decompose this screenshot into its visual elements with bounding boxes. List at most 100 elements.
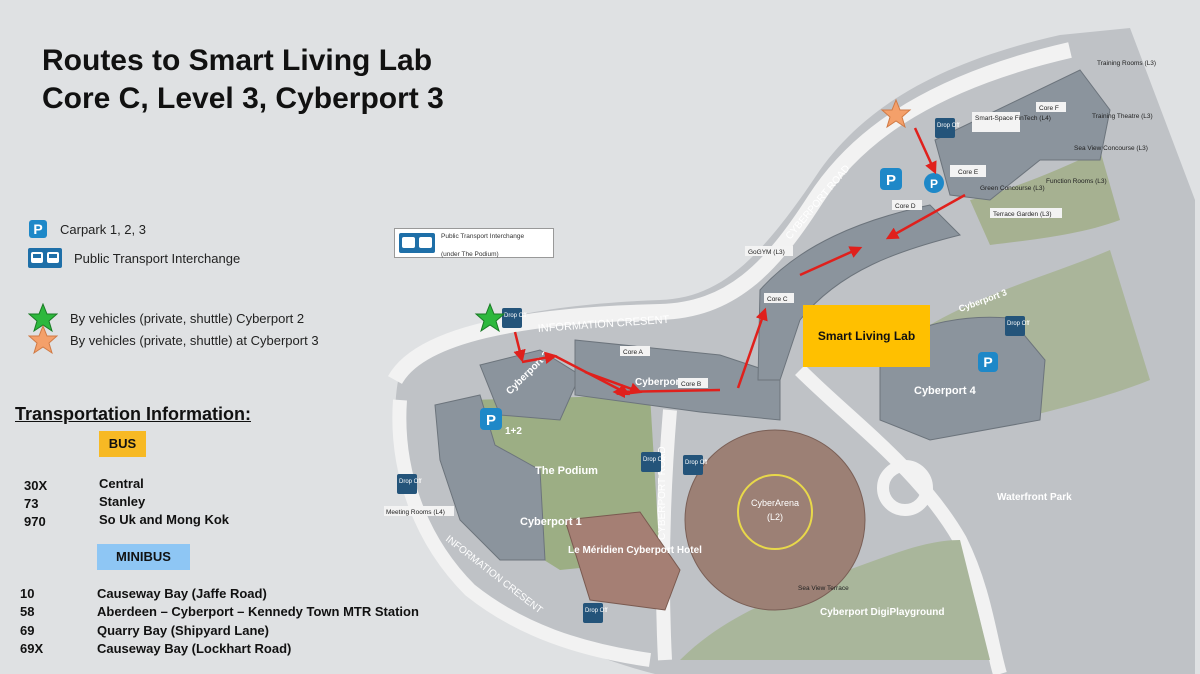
pti-callout: Public Transport Interchange (under The …: [394, 228, 554, 258]
route-destination: Aberdeen – Cyberport – Kennedy Town MTR …: [97, 604, 419, 619]
route-arrow: [736, 307, 768, 389]
parking-marker-3: P: [880, 168, 902, 190]
route-number: 58: [20, 604, 35, 619]
core-c-tag: [764, 293, 794, 303]
route-destination: So Uk and Mong Kok: [99, 512, 229, 527]
drop-off-marker: [583, 603, 603, 623]
pti-callout-text: Public Transport Interchange (under The …: [441, 225, 524, 261]
smart-living-lab-marker: Smart Living Lab: [803, 305, 930, 367]
route-destination: Central: [99, 476, 144, 491]
road-info-crescent: [388, 42, 1072, 385]
drop-off-label: Drop Off: [685, 460, 708, 466]
svg-text:P: P: [886, 172, 896, 189]
legend-pti-label: Public Transport Interchange: [74, 250, 241, 266]
drop-off-marker: [935, 118, 955, 138]
route-number: 970: [24, 514, 46, 529]
parking-marker-3-entry: P: [924, 173, 944, 193]
route-arrow: [612, 385, 721, 399]
road-info-crescent-south: [392, 399, 651, 667]
core-a-tag: [620, 346, 650, 356]
drop-off-marker: [397, 474, 417, 494]
route-arrow: [885, 193, 966, 240]
svg-text:P: P: [930, 177, 938, 191]
label-cyberport-road-mid: CYBERPORT ROAD: [657, 446, 668, 540]
legend-orange-star-label: By vehicles (private, shuttle) at Cyberp…: [70, 332, 319, 348]
parking-marker-4: P: [978, 352, 998, 372]
road-east: [795, 365, 1007, 674]
label-green-concourse: Green Concourse (L3): [980, 185, 1045, 192]
map-title: Routes to Smart Living Lab Core C, Level…: [42, 42, 444, 118]
campus-map: Cyberport 1 Cyberport 2 Cyberport 3 Cybe…: [384, 28, 1195, 674]
drop-off-label: Drop Off: [585, 608, 608, 614]
core-f-tag: [1036, 102, 1066, 112]
road-cyberport: [655, 409, 677, 661]
bus-icon: [28, 248, 62, 268]
label-sea-view-concourse: Sea View Concourse (L3): [1074, 145, 1148, 152]
route-number: 73: [24, 496, 39, 511]
minibus-tag: MINIBUS: [97, 544, 190, 570]
core-e-tag: [950, 165, 986, 177]
label-podium: The Podium: [535, 465, 598, 477]
route-arrow: [799, 246, 863, 277]
route-destination: Causeway Bay (Jaffe Road): [97, 586, 267, 601]
drop-off-label: Drop Off: [1007, 321, 1030, 327]
label-core-c: Core C: [767, 296, 788, 303]
drop-off-marker: [502, 308, 522, 328]
legend-pti: Public Transport Interchange: [28, 248, 240, 268]
parking-icon: P: [29, 220, 47, 238]
route-number: 69: [20, 623, 35, 638]
smart-space-tag: [972, 112, 1020, 132]
parking-marker-12: P 1+2: [480, 408, 522, 437]
bus-icon: [399, 233, 435, 253]
title-line-1: Routes to Smart Living Lab: [42, 44, 433, 77]
orange-star-icon: [880, 98, 912, 129]
legend-green-star-label: By vehicles (private, shuttle) Cyberport…: [70, 310, 305, 326]
route-destination: Quarry Bay (Shipyard Lane): [97, 623, 269, 638]
pti-callout-line1: Public Transport Interchange: [441, 233, 525, 240]
label-cyberarena-level: (L2): [767, 512, 783, 522]
bus-tag: BUS: [99, 431, 146, 457]
roundabout: [877, 460, 933, 516]
label-training-rooms: Training Rooms (L3): [1097, 60, 1156, 67]
label-core-d: Core D: [895, 203, 916, 210]
transport-heading: Transportation Information:: [15, 404, 251, 424]
route-arrow: [913, 127, 937, 175]
label-smart-space: Smart-Space FinTech (L4): [975, 115, 1051, 122]
drop-off-label: Drop Off: [504, 313, 527, 319]
route-destination: Stanley: [99, 494, 146, 509]
label-gogym: GoGYM (L3): [748, 249, 785, 256]
label-digiplayground: Cyberport DigiPlayground: [820, 607, 944, 618]
route-arrow: [513, 331, 526, 363]
gogym-tag: [745, 246, 793, 256]
drop-off-marker: [1005, 316, 1025, 336]
parking-12-label: 1+2: [505, 426, 522, 437]
building-core-strip: [574, 339, 781, 421]
core-b-tag: [678, 378, 708, 388]
route-number: 69X: [20, 641, 44, 656]
drop-off-label: Drop Off: [937, 123, 960, 129]
label-core-b: Core B: [681, 381, 701, 388]
cyberarena-ring: [737, 474, 813, 550]
route-arrow: [521, 351, 558, 364]
parking-icon: [978, 352, 998, 372]
title-line-2: Core C, Level 3, Cyberport 3: [42, 82, 444, 115]
building-cyberport2: [479, 349, 581, 421]
label-cyberport4: Cyberport 4: [914, 385, 977, 397]
label-meeting-rooms: Meeting Rooms (L4): [386, 509, 445, 516]
label-cyberport1: Cyberport 1: [520, 516, 582, 528]
green-star-icon: [474, 302, 506, 333]
label-core-a: Core A: [623, 349, 644, 356]
svg-text:P: P: [486, 412, 496, 429]
pti-callout-line2: (under The Podium): [441, 251, 499, 258]
drop-off-label: Drop Off: [643, 457, 666, 463]
label-core-e: Core E: [958, 169, 979, 176]
green-terrace: [970, 150, 1120, 245]
drop-off-label: Drop Off: [399, 479, 422, 485]
svg-text:P: P: [33, 221, 42, 237]
orange-star-icon: [28, 325, 58, 355]
label-core-f: Core F: [1039, 105, 1059, 112]
route-number: 10: [20, 586, 35, 601]
parking-icon: [480, 408, 502, 430]
legend-carpark-label: Carpark 1, 2, 3: [60, 221, 146, 237]
label-cyberport3-building: Cyberport 3: [635, 377, 692, 388]
